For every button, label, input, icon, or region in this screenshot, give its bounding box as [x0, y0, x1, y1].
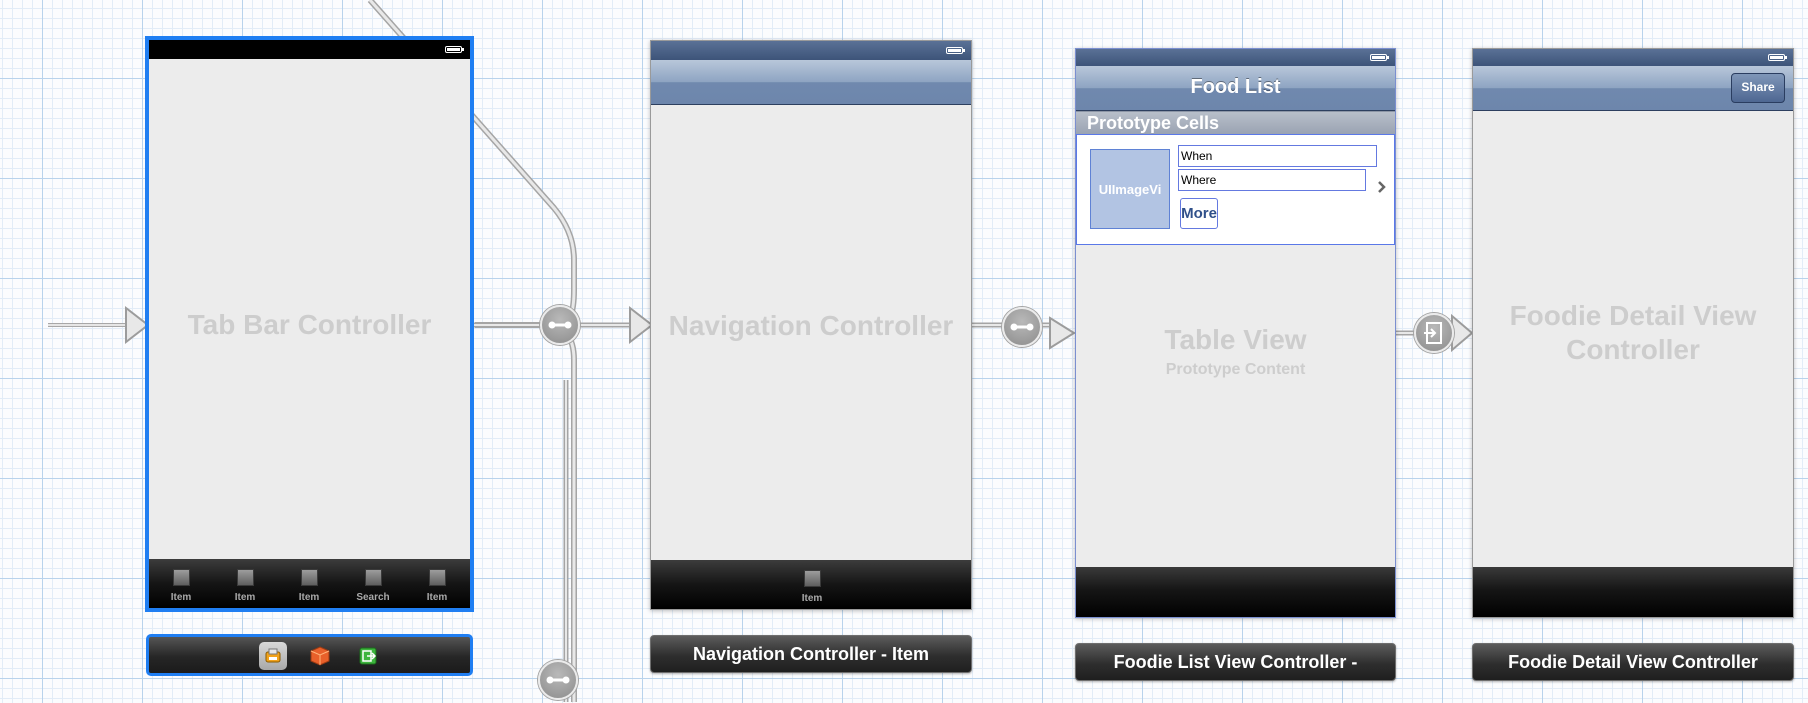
disclosure-chevron-icon: [1377, 180, 1387, 199]
scene-caption[interactable]: Foodie Detail View Controller: [1472, 643, 1794, 681]
status-bar: [1076, 49, 1395, 66]
exit-icon[interactable]: [354, 642, 382, 670]
table-view-title: Table View: [1164, 324, 1307, 355]
first-responder-icon[interactable]: [259, 642, 287, 670]
status-bar: [651, 41, 971, 60]
prototype-cell[interactable]: UIImageVi When Where More: [1076, 134, 1395, 245]
scene-title-line2: Controller: [1566, 334, 1700, 365]
tab-label: Item: [234, 592, 256, 603]
tab-label: Item: [801, 593, 823, 604]
relationship-segue-icon[interactable]: [538, 660, 578, 700]
scene-dock[interactable]: [146, 634, 473, 676]
object-cube-icon[interactable]: [306, 642, 334, 670]
battery-icon: [946, 47, 965, 54]
scene-caption[interactable]: Foodie List View Controller -: [1075, 643, 1396, 681]
prototype-cells-header: Prototype Cells: [1076, 111, 1395, 135]
table-view-subtitle: Prototype Content: [1165, 361, 1306, 378]
battery-icon: [445, 46, 464, 53]
image-view[interactable]: UIImageVi: [1090, 149, 1170, 229]
tab-placeholder-icon: [172, 569, 190, 586]
relationship-segue-icon[interactable]: [1002, 307, 1042, 347]
foodie-detail-view-controller-scene[interactable]: Share Foodie Detail View Controller: [1472, 48, 1794, 618]
more-button[interactable]: More: [1180, 198, 1218, 229]
tab-placeholder-icon: [364, 569, 382, 586]
tab-bar[interactable]: Item: [651, 560, 971, 609]
scene-caption[interactable]: Navigation Controller - Item: [650, 635, 972, 673]
push-segue-icon[interactable]: [1414, 313, 1454, 353]
tab-placeholder-icon: [803, 570, 821, 587]
share-button[interactable]: Share: [1731, 73, 1785, 103]
tab-placeholder-icon: [236, 569, 254, 586]
tab-item-2[interactable]: Item: [213, 559, 277, 608]
segue-curve-bottom: [475, 322, 577, 702]
tab-bar-controller-scene[interactable]: Tab Bar Controller Item Item Item Search…: [146, 37, 473, 611]
status-bar: [149, 40, 470, 59]
tab-label: Item: [298, 592, 320, 603]
scene-title-line1: Foodie Detail View: [1509, 300, 1757, 331]
navigation-bar: Food List: [1076, 66, 1395, 111]
navigation-title: Food List: [1190, 76, 1281, 98]
tab-item[interactable]: Item: [780, 560, 844, 609]
tab-placeholder-icon: [428, 569, 446, 586]
tab-item-5[interactable]: Item: [405, 559, 469, 608]
toolbar: [1076, 567, 1395, 617]
tab-bar[interactable]: Item Item Item Search Item: [149, 559, 470, 608]
tab-placeholder-icon: [300, 569, 318, 586]
tab-item-search[interactable]: Search: [341, 559, 405, 608]
battery-icon: [1768, 54, 1787, 61]
navigation-bar: [651, 60, 971, 105]
relationship-segue-icon[interactable]: [540, 305, 580, 345]
scene-title: Tab Bar Controller: [187, 309, 432, 340]
status-bar: [1473, 49, 1793, 66]
scene-title: Navigation Controller: [668, 310, 954, 341]
tab-label: Item: [170, 592, 192, 603]
tab-item-3[interactable]: Item: [277, 559, 341, 608]
tab-label: Item: [426, 592, 448, 603]
foodie-list-view-controller-scene[interactable]: Food List Prototype Cells UIImageVi When…: [1075, 48, 1396, 618]
toolbar: [1473, 567, 1793, 617]
when-label[interactable]: When: [1178, 145, 1377, 167]
battery-icon: [1370, 54, 1389, 61]
where-label[interactable]: Where: [1178, 169, 1366, 191]
initial-arrowhead: [125, 305, 150, 345]
tab-item-1[interactable]: Item: [149, 559, 213, 608]
navigation-bar: Share: [1473, 66, 1793, 111]
tab-label: Search: [356, 592, 390, 603]
navigation-controller-scene[interactable]: Navigation Controller Item: [650, 40, 972, 610]
